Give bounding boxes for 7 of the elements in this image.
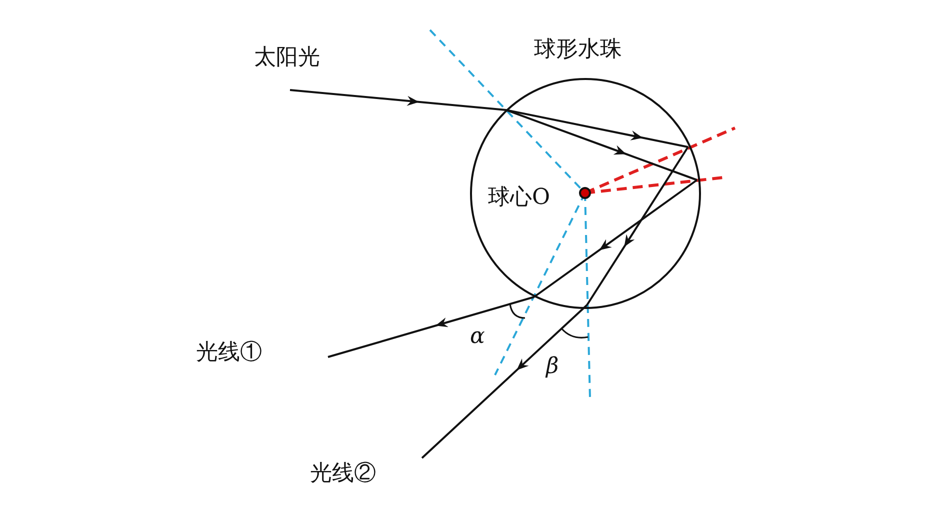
angle-label: β	[546, 356, 559, 378]
angle-label: α	[470, 326, 485, 348]
ray-label: 光线②	[310, 463, 376, 485]
drop-heading: 球形水珠	[534, 39, 622, 61]
ray-label: 光线①	[196, 342, 262, 364]
center-label: 球心O	[488, 187, 550, 209]
sunlight-label: 太阳光	[254, 47, 320, 69]
